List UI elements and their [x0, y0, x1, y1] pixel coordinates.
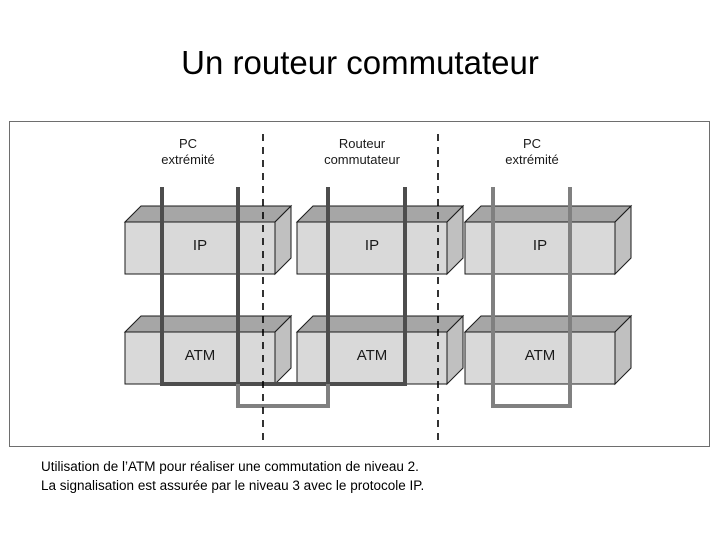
box-ip-pc-right: IP [464, 205, 632, 275]
box-ip-pc-left: IP [124, 205, 292, 275]
connection-right-overlay [491, 187, 572, 384]
box-atm-pc-right: ATM [464, 315, 632, 385]
box-atm-router: ATM [296, 315, 464, 385]
box-atm-pc-left: ATM [124, 315, 292, 385]
caption-line-1: Utilisation de l’ATM pour réaliser une c… [41, 459, 419, 474]
box-label: ATM [525, 347, 556, 364]
box-ip-router: IP [296, 205, 464, 275]
column-label-pc-left: PC extrémité [118, 136, 258, 168]
box-label: ATM [185, 347, 216, 364]
caption-line-2: La signalisation est assurée par le nive… [41, 478, 425, 493]
connection-right-return [236, 384, 572, 408]
column-label-line2: extrémité [505, 152, 559, 167]
column-label-router: Routeur commutateur [282, 136, 442, 168]
box-label: IP [193, 237, 207, 254]
column-label-line1: Routeur [338, 136, 386, 151]
network-layer-diagram: IP IP IP ATM ATM ATM [124, 134, 632, 440]
column-label-line2: extrémité [161, 152, 215, 167]
column-label-line2: commutateur [324, 152, 400, 167]
figure-frame: IP IP IP ATM ATM ATM [9, 121, 710, 447]
box-label: IP [365, 237, 379, 254]
box-label: IP [533, 237, 547, 254]
column-label-line1: PC [178, 136, 198, 151]
caption: Utilisation de l’ATM pour réaliser une c… [41, 457, 661, 495]
connection-left-overlay [160, 187, 407, 384]
box-label: ATM [357, 347, 388, 364]
page-title: Un routeur commutateur [181, 44, 539, 81]
column-label-pc-right: PC extrémité [462, 136, 602, 168]
column-label-line1: PC [522, 136, 542, 151]
